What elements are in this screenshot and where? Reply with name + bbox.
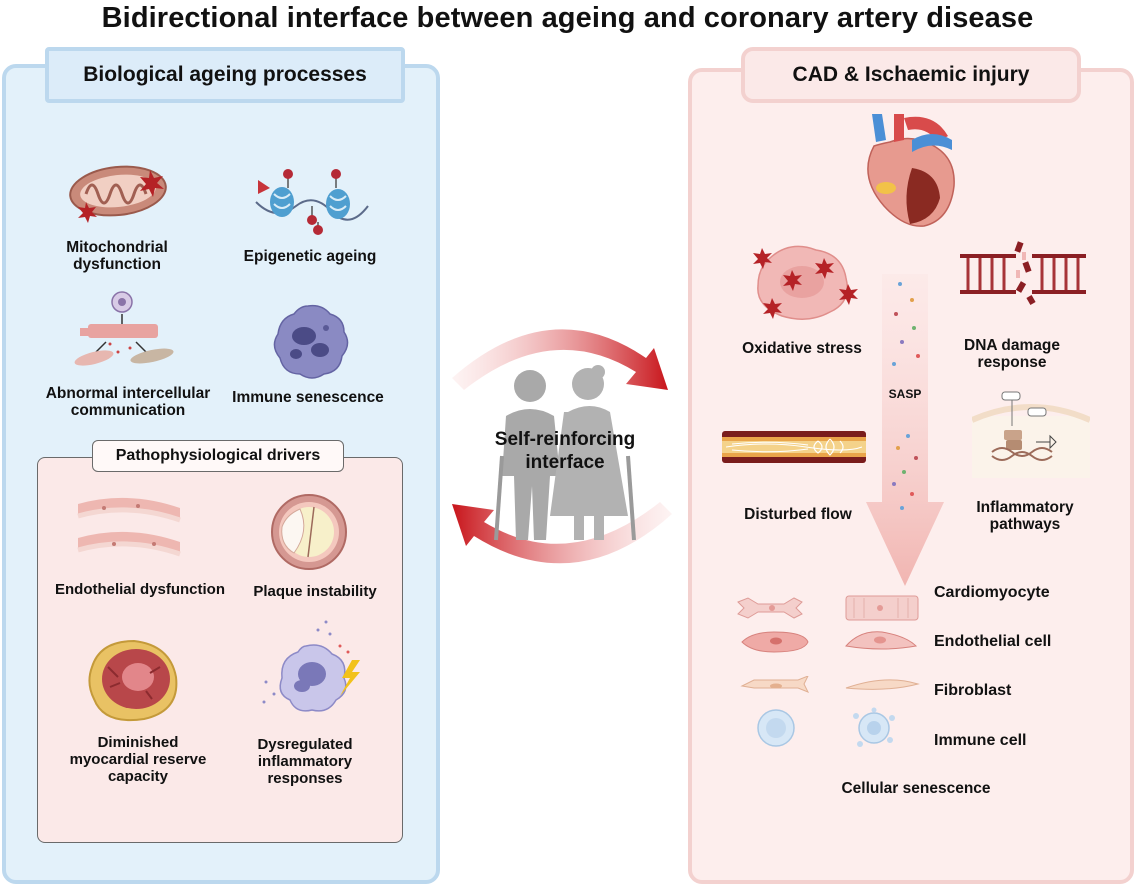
epigenetic-ageing-label: Epigenetic ageing bbox=[243, 248, 377, 265]
dna-damage-icon bbox=[960, 241, 1086, 305]
oxidative-stress-label: Oxidative stress bbox=[742, 340, 862, 357]
plaque-artery-icon bbox=[271, 494, 347, 570]
dysregulated-inflammatory-label: Dysregulated inflammatory responses bbox=[257, 736, 353, 787]
figure-title: Bidirectional interface between ageing a… bbox=[101, 2, 1034, 34]
cardiomyocyte-label: Cardiomyocyte bbox=[934, 584, 1050, 601]
dna-histone-icon bbox=[255, 169, 369, 235]
sasp-arrow-icon bbox=[866, 274, 944, 586]
ageing-panel-header: Biological ageing processes bbox=[45, 47, 405, 103]
fibroblast-label: Fibroblast bbox=[934, 682, 1012, 699]
disturbed-flow-label: Disturbed flow bbox=[744, 506, 852, 523]
myocardium-icon bbox=[88, 639, 178, 721]
self-reinforcing-interface-label: Self-reinforcing interface bbox=[494, 429, 636, 473]
intercellular-communication-icon bbox=[74, 291, 174, 366]
mitochondrion-icon bbox=[69, 165, 167, 223]
immune-cell-icon bbox=[757, 707, 895, 747]
plaque-instability-label: Plaque instability bbox=[253, 583, 377, 600]
diminished-reserve-label: Diminished myocardial reserve capacity bbox=[69, 734, 207, 785]
elderly-couple-icon bbox=[494, 365, 636, 541]
inflammatory-cell-icon bbox=[262, 620, 360, 712]
endothelium-icon bbox=[77, 497, 181, 557]
oxidative-cell-icon bbox=[753, 245, 858, 320]
immune-senescence-label: Immune senescence bbox=[232, 389, 384, 406]
endothelial-dysfunction-label: Endothelial dysfunction bbox=[54, 581, 225, 598]
fibroblast-icon bbox=[740, 676, 920, 693]
cad-panel-header: CAD & Ischaemic injury bbox=[741, 47, 1081, 103]
senescent-immune-cell-icon bbox=[273, 304, 349, 379]
abnormal-communication-label: Abnormal intercellular communication bbox=[45, 385, 211, 419]
cellular-senescence-label: Cellular senescence bbox=[841, 780, 991, 797]
dna-damage-label: DNA damage response bbox=[964, 337, 1060, 371]
mitochondrial-dysfunction-label: Mitochondrial dysfunction bbox=[66, 239, 168, 273]
endothelial-cell-label: Endothelial cell bbox=[934, 633, 1052, 650]
heart-icon bbox=[867, 114, 955, 227]
pathophysiological-drivers-header: Pathophysiological drivers bbox=[92, 440, 344, 472]
sasp-label: SASP bbox=[888, 387, 922, 401]
endothelial-cell-icon bbox=[741, 631, 918, 653]
immune-cell-label: Immune cell bbox=[934, 732, 1027, 749]
inflammatory-pathways-label: Inflammatory pathways bbox=[976, 499, 1074, 533]
cycle-arrows-icon bbox=[452, 329, 672, 564]
cardiomyocyte-icon bbox=[737, 595, 919, 621]
disturbed-flow-icon bbox=[722, 431, 866, 463]
inflammatory-pathway-icon bbox=[972, 391, 1090, 478]
